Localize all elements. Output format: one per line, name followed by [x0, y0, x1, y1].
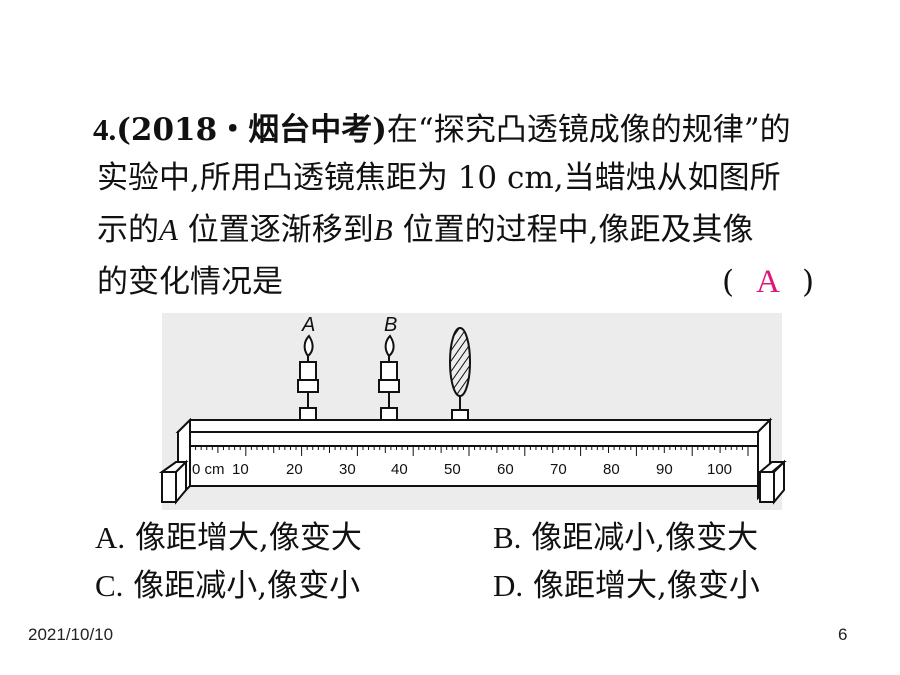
question-line-1: 4.(2018・烟台中考)在“探究凸透镜成像的规律”的 — [93, 110, 791, 150]
option-b-letter: B. — [493, 520, 522, 555]
answer-letter: A — [756, 264, 780, 300]
label-b: B — [384, 314, 397, 336]
scale-label-40: 40 — [391, 461, 408, 478]
scale-label-50: 50 — [444, 461, 461, 478]
scale-unit-label: 0 cm — [192, 461, 225, 478]
question-text-1: 在“探究凸透镜成像的规律”的 — [386, 112, 791, 148]
question-number: 4. — [93, 112, 117, 147]
scale-label-80: 80 — [603, 461, 620, 478]
scale-ticks — [189, 446, 749, 456]
bench-body — [158, 417, 787, 505]
scale-label-10: 10 — [232, 461, 249, 478]
scale-label-90: 90 — [656, 461, 673, 478]
label-a: A — [301, 314, 315, 336]
option-c-letter: C. — [95, 568, 124, 603]
answer-bracket: ( A) — [722, 262, 814, 302]
candle-a — [292, 334, 324, 435]
scale-label-20: 20 — [286, 461, 303, 478]
option-d-letter: D. — [493, 568, 524, 603]
scale-label-70: 70 — [550, 461, 567, 478]
option-a-letter: A. — [95, 520, 126, 555]
footer-page-number: 6 — [838, 625, 848, 644]
question-text-3a: 示的 — [97, 212, 159, 248]
position-b-ref: B — [373, 212, 393, 247]
candle-b — [373, 334, 405, 435]
position-a-ref: A — [159, 212, 178, 247]
question-text-2: 实验中,所用凸透镜焦距为 10 cm,当蜡烛从如图所 — [97, 160, 781, 196]
question-line-3: 示的A 位置逐渐移到B 位置的过程中,像距及其像 — [97, 210, 753, 250]
option-d-text: 像距增大,像变小 — [523, 568, 760, 604]
option-a-text: 像距增大,像变大 — [125, 520, 362, 556]
question-source: (2018・烟台中考) — [116, 112, 387, 148]
figure-background — [162, 313, 782, 510]
scale-label-100: 100 — [707, 461, 732, 478]
question-text-3c: 位置的过程中,像距及其像 — [392, 212, 754, 248]
footer-date: 2021/10/10 — [28, 625, 114, 644]
option-b-text: 像距减小,像变大 — [521, 520, 759, 556]
scale-label-60: 60 — [497, 461, 514, 478]
question-text-3b: 位置逐渐移到 — [177, 212, 374, 248]
scale-label-30: 30 — [339, 461, 356, 478]
convex-lens — [445, 327, 475, 435]
option-b[interactable]: B. 像距减小,像变大 — [493, 518, 758, 558]
option-c-text: 像距减小,像变小 — [123, 568, 361, 604]
question-text-4: 的变化情况是 — [97, 264, 283, 300]
paren-open: ( — [722, 264, 735, 300]
option-a[interactable]: A. 像距增大,像变大 — [95, 518, 362, 558]
option-c[interactable]: C. 像距减小,像变小 — [95, 566, 360, 606]
question-line-2: 实验中,所用凸透镜焦距为 10 cm,当蜡烛从如图所 — [97, 158, 781, 198]
question-line-4: 的变化情况是 — [97, 262, 283, 302]
option-d[interactable]: D. 像距增大,像变小 — [493, 566, 760, 606]
paren-close: ) — [801, 264, 815, 300]
